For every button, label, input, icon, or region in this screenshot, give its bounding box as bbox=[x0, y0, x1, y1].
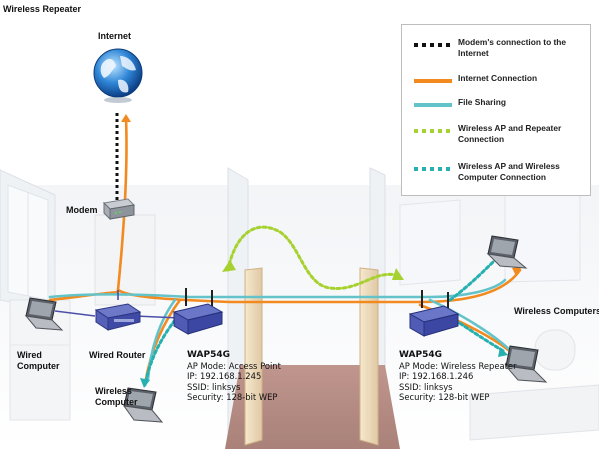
solid-orange-swatch-icon bbox=[414, 79, 452, 83]
solid-teal-swatch-icon bbox=[414, 103, 452, 107]
wired-lan-lines bbox=[54, 290, 181, 319]
legend-label: File Sharing bbox=[458, 97, 506, 107]
internet-globe-icon bbox=[93, 48, 143, 103]
legend-item-internet-connection: Internet Connection bbox=[412, 73, 588, 99]
room-background bbox=[0, 167, 599, 449]
modem-label: Modem bbox=[66, 205, 98, 215]
wired-router-label: Wired Router bbox=[89, 350, 146, 360]
wired-computer-label: Wired Computer bbox=[17, 350, 60, 371]
internet-label: Internet bbox=[98, 31, 132, 41]
dotted-green-swatch-icon bbox=[414, 129, 452, 133]
legend-label: Internet Connection bbox=[458, 73, 538, 83]
diagram-title: Wireless Repeater bbox=[3, 4, 81, 14]
dotted-black-swatch-icon bbox=[414, 43, 452, 47]
wireless-computer-top-laptop-icon bbox=[486, 235, 528, 269]
ap-right-mode: AP Mode: Wireless Repeater bbox=[399, 360, 517, 371]
legend-label: Wireless AP and Repeater Connection bbox=[458, 123, 562, 144]
ap-left-ip: IP: 192.168.1.245 bbox=[187, 371, 262, 381]
ap-left-mode: AP Mode: Access Point bbox=[187, 360, 281, 371]
ap-left-security: Security: 128-bit WEP bbox=[187, 392, 278, 402]
legend: Modem's connection to the Internet Inter… bbox=[401, 24, 591, 196]
legend-label: Wireless AP and Wireless Computer Connec… bbox=[458, 161, 560, 182]
ap-right-ip: IP: 192.168.1.246 bbox=[399, 371, 474, 381]
access-point-left-info: WAP54G AP Mode: Access Point IP: 192.168… bbox=[187, 350, 281, 403]
wireless-computer-bottom-laptop-icon bbox=[504, 345, 548, 383]
ap-right-name: WAP54G bbox=[399, 350, 442, 360]
modem-icon bbox=[102, 198, 136, 221]
legend-item-ap-wireless-computer: Wireless AP and Wireless Computer Connec… bbox=[412, 161, 588, 187]
access-point-left-icon bbox=[172, 288, 224, 335]
repeater-wireless-link bbox=[222, 225, 404, 290]
wired-router-icon bbox=[94, 303, 142, 331]
wireless-computer-laptop-icon bbox=[122, 387, 164, 423]
legend-label: Modem's connection to the Internet bbox=[458, 37, 567, 58]
ap-right-ssid: SSID: linksys bbox=[399, 381, 453, 392]
ap-right-security: Security: 128-bit WEP bbox=[399, 392, 490, 402]
access-point-right-icon bbox=[408, 290, 460, 337]
ap-left-ssid: SSID: linksys bbox=[187, 381, 241, 392]
wireless-computers-label: Wireless Computers bbox=[514, 306, 599, 316]
legend-item-modem-internet: Modem's connection to the Internet bbox=[412, 37, 588, 63]
dotted-teal-swatch-icon bbox=[414, 167, 452, 171]
wired-computer-laptop-icon bbox=[24, 297, 64, 331]
access-point-right-info: WAP54G AP Mode: Wireless Repeater IP: 19… bbox=[399, 350, 517, 403]
ap-left-name: WAP54G bbox=[187, 350, 230, 360]
legend-item-file-sharing: File Sharing bbox=[412, 97, 588, 123]
legend-item-ap-repeater: Wireless AP and Repeater Connection bbox=[412, 123, 588, 149]
wireless-computer-label: Wireless Computer bbox=[95, 386, 138, 407]
